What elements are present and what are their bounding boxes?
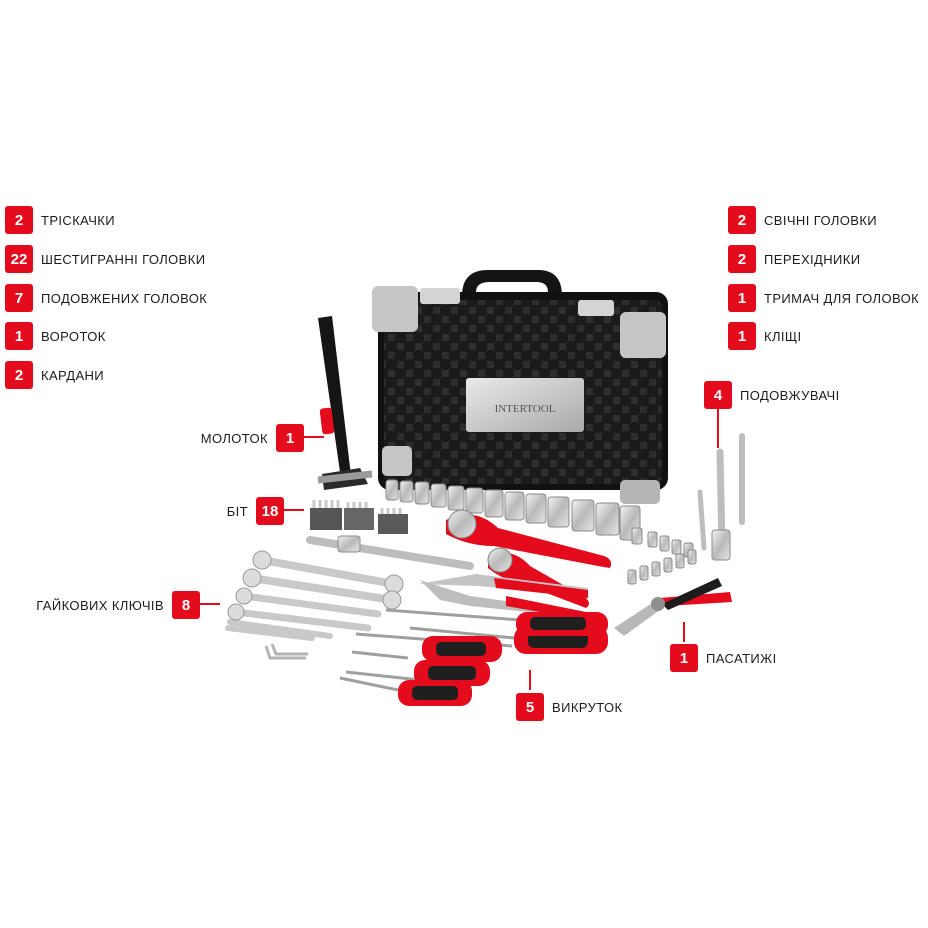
legend-item-water-pump-pliers: 1 КЛІЩІ (728, 322, 802, 350)
count-badge: 22 (5, 245, 33, 273)
callout-pliers: 1 ПАСАТИЖІ (670, 644, 777, 672)
legend-item-adapters: 2 ПЕРЕХІДНИКИ (728, 245, 861, 273)
callout-label: ПОДОВЖУВАЧІ (740, 387, 840, 403)
callout-wrenches: ГАЙКОВИХ КЛЮЧІВ 8 (36, 591, 200, 619)
brand-plate-text: INTERTOOL (495, 403, 556, 415)
count-badge: 2 (728, 245, 756, 273)
item-label: ТРИМАЧ ДЛЯ ГОЛОВОК (764, 290, 920, 306)
wrench-icon (225, 550, 404, 641)
count-badge: 2 (5, 206, 33, 234)
callout-label: ПАСАТИЖІ (706, 650, 777, 666)
water-pump-pliers-icon (418, 574, 588, 620)
item-label: КАРДАНИ (41, 367, 105, 383)
item-label: ТРІСКАЧКИ (41, 212, 116, 228)
callout-extensions: 4 ПОДОВЖУВАЧІ (704, 381, 840, 409)
count-badge: 2 (728, 206, 756, 234)
sliding-t-bar-icon (306, 535, 474, 570)
callout-connectors (200, 408, 719, 690)
legend-item-ratchets: 2 ТРІСКАЧКИ (5, 206, 115, 234)
legend-item-universal-joints: 2 КАРДАНИ (5, 361, 104, 389)
callout-hammer: МОЛОТОК 1 (201, 424, 304, 452)
item-label: КЛІЩІ (764, 328, 802, 344)
count-badge: 1 (5, 322, 33, 350)
count-badge: 8 (172, 591, 200, 619)
bit-icon (310, 500, 408, 534)
toolcase-icon: INTERTOOL (372, 270, 668, 504)
brand-plate (466, 378, 584, 432)
legend-item-socket-holder: 1 ТРИМАЧ ДЛЯ ГОЛОВОК (728, 284, 919, 312)
callout-label: ГАЙКОВИХ КЛЮЧІВ (36, 597, 164, 613)
callout-bits: БІТ 18 (227, 497, 284, 525)
legend-item-t-bar: 1 ВОРОТОК (5, 322, 106, 350)
hex-key-icon (264, 643, 308, 660)
callout-label: БІТ (226, 503, 248, 519)
callout-label: МОЛОТОК (200, 430, 268, 446)
screwdriver-icon (339, 608, 608, 706)
count-badge: 1 (670, 644, 698, 672)
item-label: СВІЧНІ ГОЛОВКИ (764, 212, 878, 228)
count-badge: 2 (5, 361, 33, 389)
legend-item-hex-sockets: 22 ШЕСТИГРАННІ ГОЛОВКИ (5, 245, 205, 273)
count-badge: 4 (704, 381, 732, 409)
callout-label: ВИКРУТОК (552, 699, 623, 715)
item-label: ПОДОВЖЕНИХ ГОЛОВОК (41, 290, 208, 306)
count-badge: 1 (276, 424, 304, 452)
count-badge: 7 (5, 284, 33, 312)
socket-icon (385, 479, 697, 585)
item-label: ВОРОТОК (41, 328, 106, 344)
count-badge: 1 (728, 284, 756, 312)
count-badge: 5 (516, 693, 544, 721)
pliers-icon (614, 578, 732, 636)
hammer-icon (317, 316, 373, 490)
item-label: ПЕРЕХІДНИКИ (764, 251, 861, 267)
legend-item-deep-sockets: 7 ПОДОВЖЕНИХ ГОЛОВОК (5, 284, 207, 312)
count-badge: 1 (728, 322, 756, 350)
legend-item-spark-plug-sockets: 2 СВІЧНІ ГОЛОВКИ (728, 206, 877, 234)
count-badge: 18 (256, 497, 284, 525)
callout-screwdrivers: 5 ВИКРУТОК (516, 693, 622, 721)
item-label: ШЕСТИГРАННІ ГОЛОВКИ (41, 251, 206, 267)
extension-bar-icon (697, 433, 745, 561)
